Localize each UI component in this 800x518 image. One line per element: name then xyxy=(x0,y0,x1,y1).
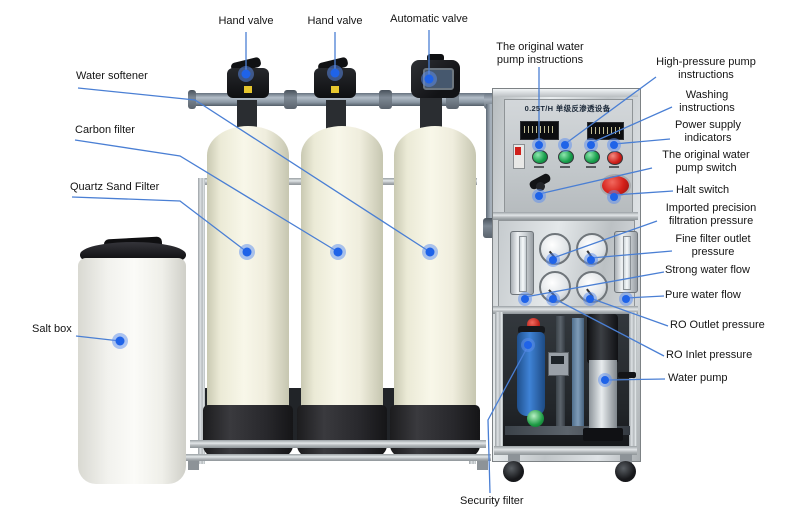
label-salt-box: Salt box xyxy=(32,323,72,335)
salt-box-body xyxy=(78,258,186,484)
tank-base xyxy=(297,405,387,457)
tank-carbon-filter xyxy=(301,126,383,418)
tank-base xyxy=(390,405,480,457)
caster-wheel xyxy=(615,461,636,482)
instruction-plate-right xyxy=(587,122,624,140)
label-water-pump: Water pump xyxy=(668,372,728,384)
panel-title: 0.25T/H 单级反渗透设备 xyxy=(524,104,611,113)
label-halt-switch: Halt switch xyxy=(676,184,730,196)
housing-cap xyxy=(518,326,545,334)
valve-sticker xyxy=(331,86,339,93)
automatic-valve-display xyxy=(423,68,454,90)
halt-button xyxy=(600,174,631,197)
green-valve xyxy=(527,410,544,427)
light-caption-mark xyxy=(534,166,544,168)
water-pump-body xyxy=(589,360,617,432)
frame-left-post xyxy=(198,178,205,464)
label-automatic-valve: Automatic valve xyxy=(390,13,468,25)
frame-bottom-bar xyxy=(190,440,486,448)
label-carbon-filter: Carbon filter xyxy=(75,124,135,136)
tank-base xyxy=(203,405,293,457)
cabinet-top-edge xyxy=(493,89,638,97)
label-hand-valve-1: Hand valve xyxy=(218,15,274,27)
label-original-water-pump-switch: The original water pump switch xyxy=(662,149,750,174)
caster-wheel xyxy=(503,461,524,482)
frame-base-rail xyxy=(185,454,491,461)
light-caption-mark xyxy=(560,166,570,168)
flow-meter-pure-water xyxy=(614,231,638,293)
label-quartz-sand-filter: Quartz Sand Filter xyxy=(70,181,160,193)
pressure-gauge-ro-outlet xyxy=(576,271,608,303)
light-caption-mark xyxy=(609,166,619,168)
rocker-red-mark xyxy=(515,147,521,155)
label-imported-precision-filtration-pressure: Imported precision filtration pressure xyxy=(665,202,757,227)
label-fine-filter-outlet-pressure: Fine filter outlet pressure xyxy=(675,233,751,258)
pump-handle xyxy=(618,372,636,378)
cabinet-left-column xyxy=(495,312,503,452)
label-ro-outlet-pressure: RO Outlet pressure xyxy=(670,319,765,331)
cabinet-base-rail xyxy=(494,446,637,455)
cabinet-right-column xyxy=(629,312,637,452)
pipe-coupling xyxy=(284,90,297,109)
label-original-water-pump-instructions: The original water pump instructions xyxy=(496,41,584,66)
indicator-light-red xyxy=(607,151,623,165)
label-hand-valve-2: Hand valve xyxy=(307,15,363,27)
water-pump-base xyxy=(583,428,623,441)
caster-fork xyxy=(620,454,632,464)
flow-meter-strong-water xyxy=(510,231,534,295)
label-ro-inlet-pressure: RO Inlet pressure xyxy=(666,349,753,361)
water-pump-motor xyxy=(587,314,618,364)
indicator-light-green-1 xyxy=(532,150,548,164)
valve-sticker xyxy=(244,86,252,93)
label-security-filter: Security filter xyxy=(460,495,524,507)
indicator-light-green-2 xyxy=(558,150,574,164)
pump-knob-hub xyxy=(536,182,545,191)
security-filter-housing xyxy=(517,332,545,416)
label-pure-water-flow: Pure water flow xyxy=(665,289,741,301)
tank-water-softener xyxy=(394,126,476,418)
frame-foot xyxy=(477,461,488,470)
pressure-gauge-imported-precision xyxy=(539,233,571,265)
instruction-plate-left xyxy=(520,121,559,140)
pipe-end-cap xyxy=(188,90,196,109)
cabinet-divider xyxy=(493,306,638,314)
pipe-coupling xyxy=(379,90,392,109)
hand-valve-1-body xyxy=(227,68,269,98)
meter-box-screen xyxy=(551,356,564,364)
light-caption-mark xyxy=(586,166,596,168)
hand-valve-2-body xyxy=(314,68,356,98)
label-power-supply-indicators: Power supply indicators xyxy=(674,119,742,144)
tank-quartz-sand-filter xyxy=(207,126,289,418)
pressure-gauge-ro-inlet xyxy=(539,271,571,303)
frame-foot xyxy=(188,461,199,470)
membrane-vessel xyxy=(572,318,584,432)
label-washing-instructions: Washing instructions xyxy=(679,89,735,114)
indicator-light-green-3 xyxy=(584,150,600,164)
pressure-gauge-fine-filter-outlet xyxy=(576,233,608,265)
label-high-pressure-pump-instructions: High-pressure pump instructions xyxy=(656,56,756,81)
automatic-valve-cap xyxy=(427,54,444,62)
label-strong-water-flow: Strong water flow xyxy=(665,264,750,276)
cabinet-divider xyxy=(493,212,638,220)
label-water-softener: Water softener xyxy=(76,70,148,82)
interior-pipe xyxy=(505,426,630,435)
pipe-down-leg xyxy=(486,104,497,234)
